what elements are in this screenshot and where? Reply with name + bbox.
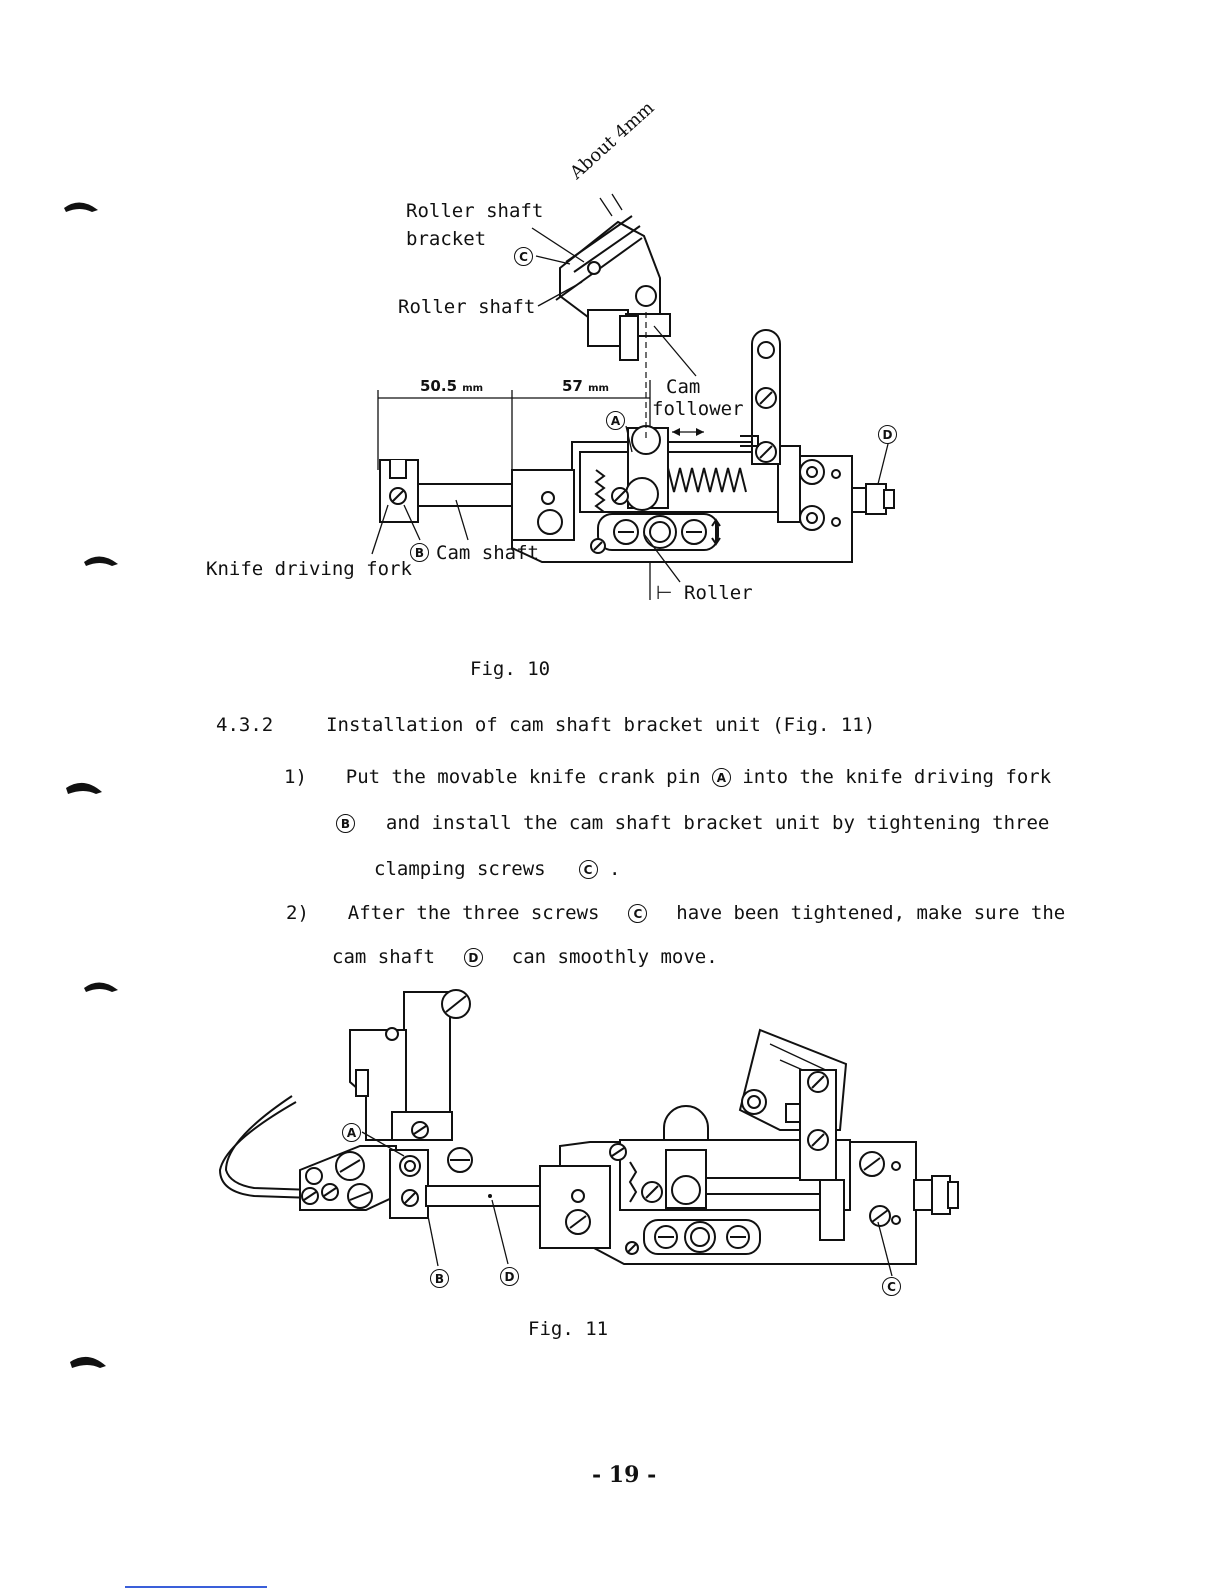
fig11-marker-d: D	[500, 1267, 519, 1286]
knife-driving-fork-label: Knife driving fork	[206, 558, 412, 580]
fig11-marker-c: C	[882, 1277, 901, 1296]
marker-d: D	[463, 948, 483, 967]
step-2-line-2: cam shaft D can smoothly move.	[332, 946, 718, 968]
marker-d: D	[878, 425, 897, 444]
roller-shaft-label: Roller shaft	[398, 296, 536, 318]
step-1-line-3: clamping screws C .	[374, 858, 621, 880]
section-heading: 4.3.2 Installation of cam shaft bracket …	[216, 714, 875, 736]
binder-mark	[70, 1356, 106, 1368]
cam-follower-label-line1: Cam	[666, 376, 701, 398]
marker-c: C	[628, 904, 648, 923]
dimension-57: 57 mm	[562, 377, 609, 395]
step-1-line-2: B and install the cam shaft bracket unit…	[336, 812, 1049, 834]
cam-follower-label-line2: follower	[652, 398, 744, 420]
fig11-caption: Fig. 11	[528, 1318, 609, 1340]
step-1-line-1: 1) Put the movable knife crank pin A int…	[284, 766, 1052, 788]
fig11-marker-a: A	[342, 1123, 361, 1142]
cam-shaft-label: Cam shaft	[436, 542, 539, 564]
section-number: 4.3.2	[216, 714, 274, 736]
roller-shaft-bracket-label-line1: Roller shaft	[406, 200, 544, 222]
dimension-50-5: 50.5 mm	[420, 377, 484, 395]
step-2-line-1: 2) After the three screws C have been ti…	[286, 902, 1066, 924]
binder-mark	[84, 982, 118, 992]
marker-c: C	[578, 860, 598, 879]
binder-mark	[84, 556, 118, 566]
roller-shaft-bracket-label-line2: bracket	[406, 228, 487, 250]
marker-a: A	[606, 411, 625, 430]
binder-mark	[64, 202, 98, 212]
roller-label: ⊢ Roller	[656, 582, 753, 604]
binder-mark	[66, 782, 102, 794]
marker-a: A	[711, 768, 731, 787]
marker-c: C	[514, 247, 533, 266]
fig10-caption: Fig. 10	[470, 658, 551, 680]
marker-b: B	[410, 543, 429, 562]
page-number: - 19 -	[592, 1462, 657, 1488]
fig11-marker-b: B	[430, 1269, 449, 1288]
marker-b: B	[336, 814, 355, 833]
section-title: Installation of cam shaft bracket unit (…	[326, 714, 876, 736]
